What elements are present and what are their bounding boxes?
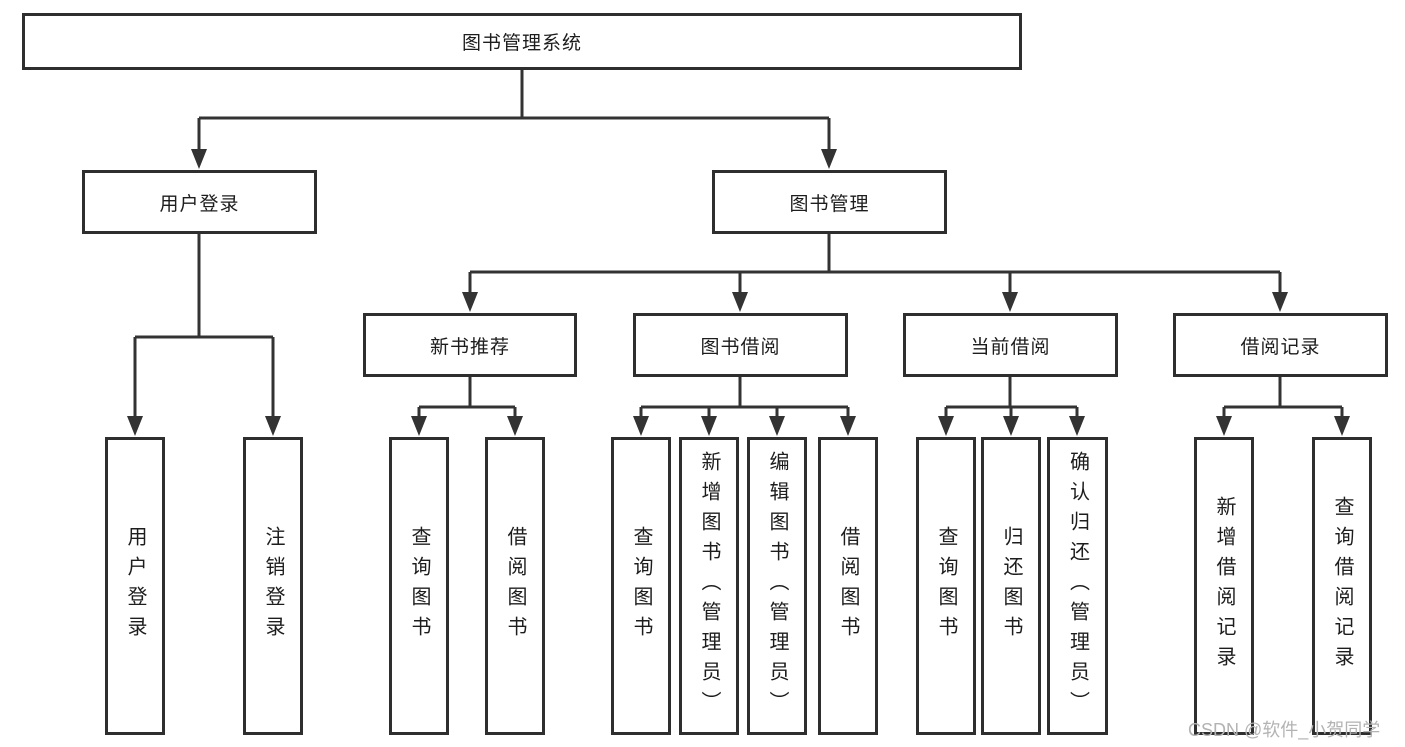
node-bb-edit-books-admin-label: 编辑图书（管理员） — [766, 451, 788, 721]
node-br-query-record: 查询借阅记录 — [1312, 437, 1372, 735]
node-bb-add-books-admin: 新增图书（管理员） — [679, 437, 739, 735]
node-cb-query-books-label: 查询图书 — [935, 526, 957, 646]
node-current-borrow: 当前借阅 — [903, 313, 1118, 377]
node-nb-query-books-label: 查询图书 — [408, 526, 430, 646]
connector-book-management — [468, 234, 1282, 294]
node-new-book-recommend: 新书推荐 — [363, 313, 577, 377]
node-bb-query-books-label: 查询图书 — [630, 526, 652, 646]
node-br-add-record-label: 新增借阅记录 — [1213, 496, 1235, 676]
node-book-management-label: 图书管理 — [789, 193, 870, 215]
node-cb-return-books-label: 归还图书 — [1000, 526, 1022, 646]
node-bb-query-books: 查询图书 — [611, 437, 671, 735]
node-root-label: 图书管理系统 — [461, 33, 582, 54]
node-root: 图书管理系统 — [22, 13, 1022, 70]
node-nb-borrow-books-label: 借阅图书 — [504, 526, 526, 646]
node-cb-confirm-return-admin-label: 确认归还（管理员） — [1066, 451, 1089, 721]
node-borrow-records: 借阅记录 — [1173, 313, 1388, 377]
node-cb-return-books: 归还图书 — [981, 437, 1041, 735]
node-current-borrow-label: 当前借阅 — [970, 336, 1051, 358]
node-bb-edit-books-admin: 编辑图书（管理员） — [747, 437, 807, 735]
node-book-borrow-label: 图书借阅 — [700, 336, 781, 358]
node-book-borrow: 图书借阅 — [633, 313, 848, 377]
connector-borrow-records — [1222, 377, 1344, 418]
node-borrow-records-label: 借阅记录 — [1240, 336, 1321, 358]
node-user-login-leaf-label: 用户登录 — [124, 526, 146, 646]
node-book-management: 图书管理 — [712, 170, 947, 234]
node-bb-add-books-admin-label: 新增图书（管理员） — [698, 451, 720, 721]
connector-book-borrow — [639, 377, 850, 418]
connector-user-login — [133, 234, 275, 418]
node-nb-borrow-books: 借阅图书 — [485, 437, 545, 735]
connector-root — [197, 70, 831, 151]
connector-new-book-recommend — [417, 377, 517, 418]
arrowheads — [127, 149, 1350, 436]
node-new-book-recommend-label: 新书推荐 — [429, 336, 510, 358]
node-br-query-record-label: 查询借阅记录 — [1331, 496, 1353, 676]
connector-current-borrow — [944, 377, 1079, 418]
node-br-add-record: 新增借阅记录 — [1194, 437, 1254, 735]
watermark: CSDN @软件_小贺同学 — [1188, 720, 1381, 740]
node-bb-borrow-books-label: 借阅图书 — [837, 526, 859, 646]
node-user-login-branch: 用户登录 — [82, 170, 317, 234]
node-user-login-leaf: 用户登录 — [105, 437, 165, 735]
node-nb-query-books: 查询图书 — [389, 437, 449, 735]
node-bb-borrow-books: 借阅图书 — [818, 437, 878, 735]
node-cb-query-books: 查询图书 — [916, 437, 976, 735]
node-logout-leaf: 注销登录 — [243, 437, 303, 735]
node-cb-confirm-return-admin: 确认归还（管理员） — [1047, 437, 1108, 735]
node-logout-leaf-label: 注销登录 — [262, 526, 284, 646]
node-user-login-branch-label: 用户登录 — [159, 193, 240, 215]
